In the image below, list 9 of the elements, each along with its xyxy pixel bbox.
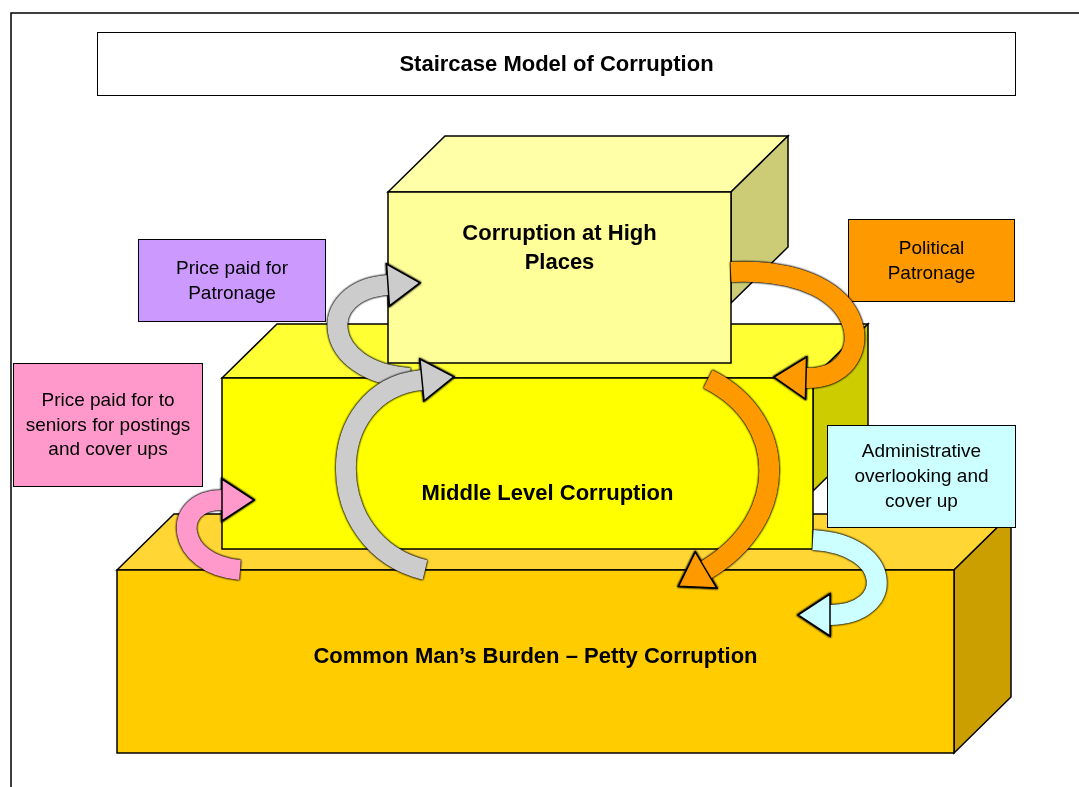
note-text: Political Patronage	[886, 235, 977, 285]
note-box	[827, 425, 1016, 528]
note-box	[138, 239, 326, 322]
note-text: Price paid for to seniors for postings and cover ups	[24, 387, 192, 462]
note-text: Price paid for Patronage	[175, 255, 289, 305]
title-text: Staircase Model of Corruption	[399, 49, 714, 78]
note-box	[13, 363, 203, 487]
note-box	[848, 219, 1015, 302]
note-text: Administrative overlooking and cover up	[853, 439, 990, 513]
